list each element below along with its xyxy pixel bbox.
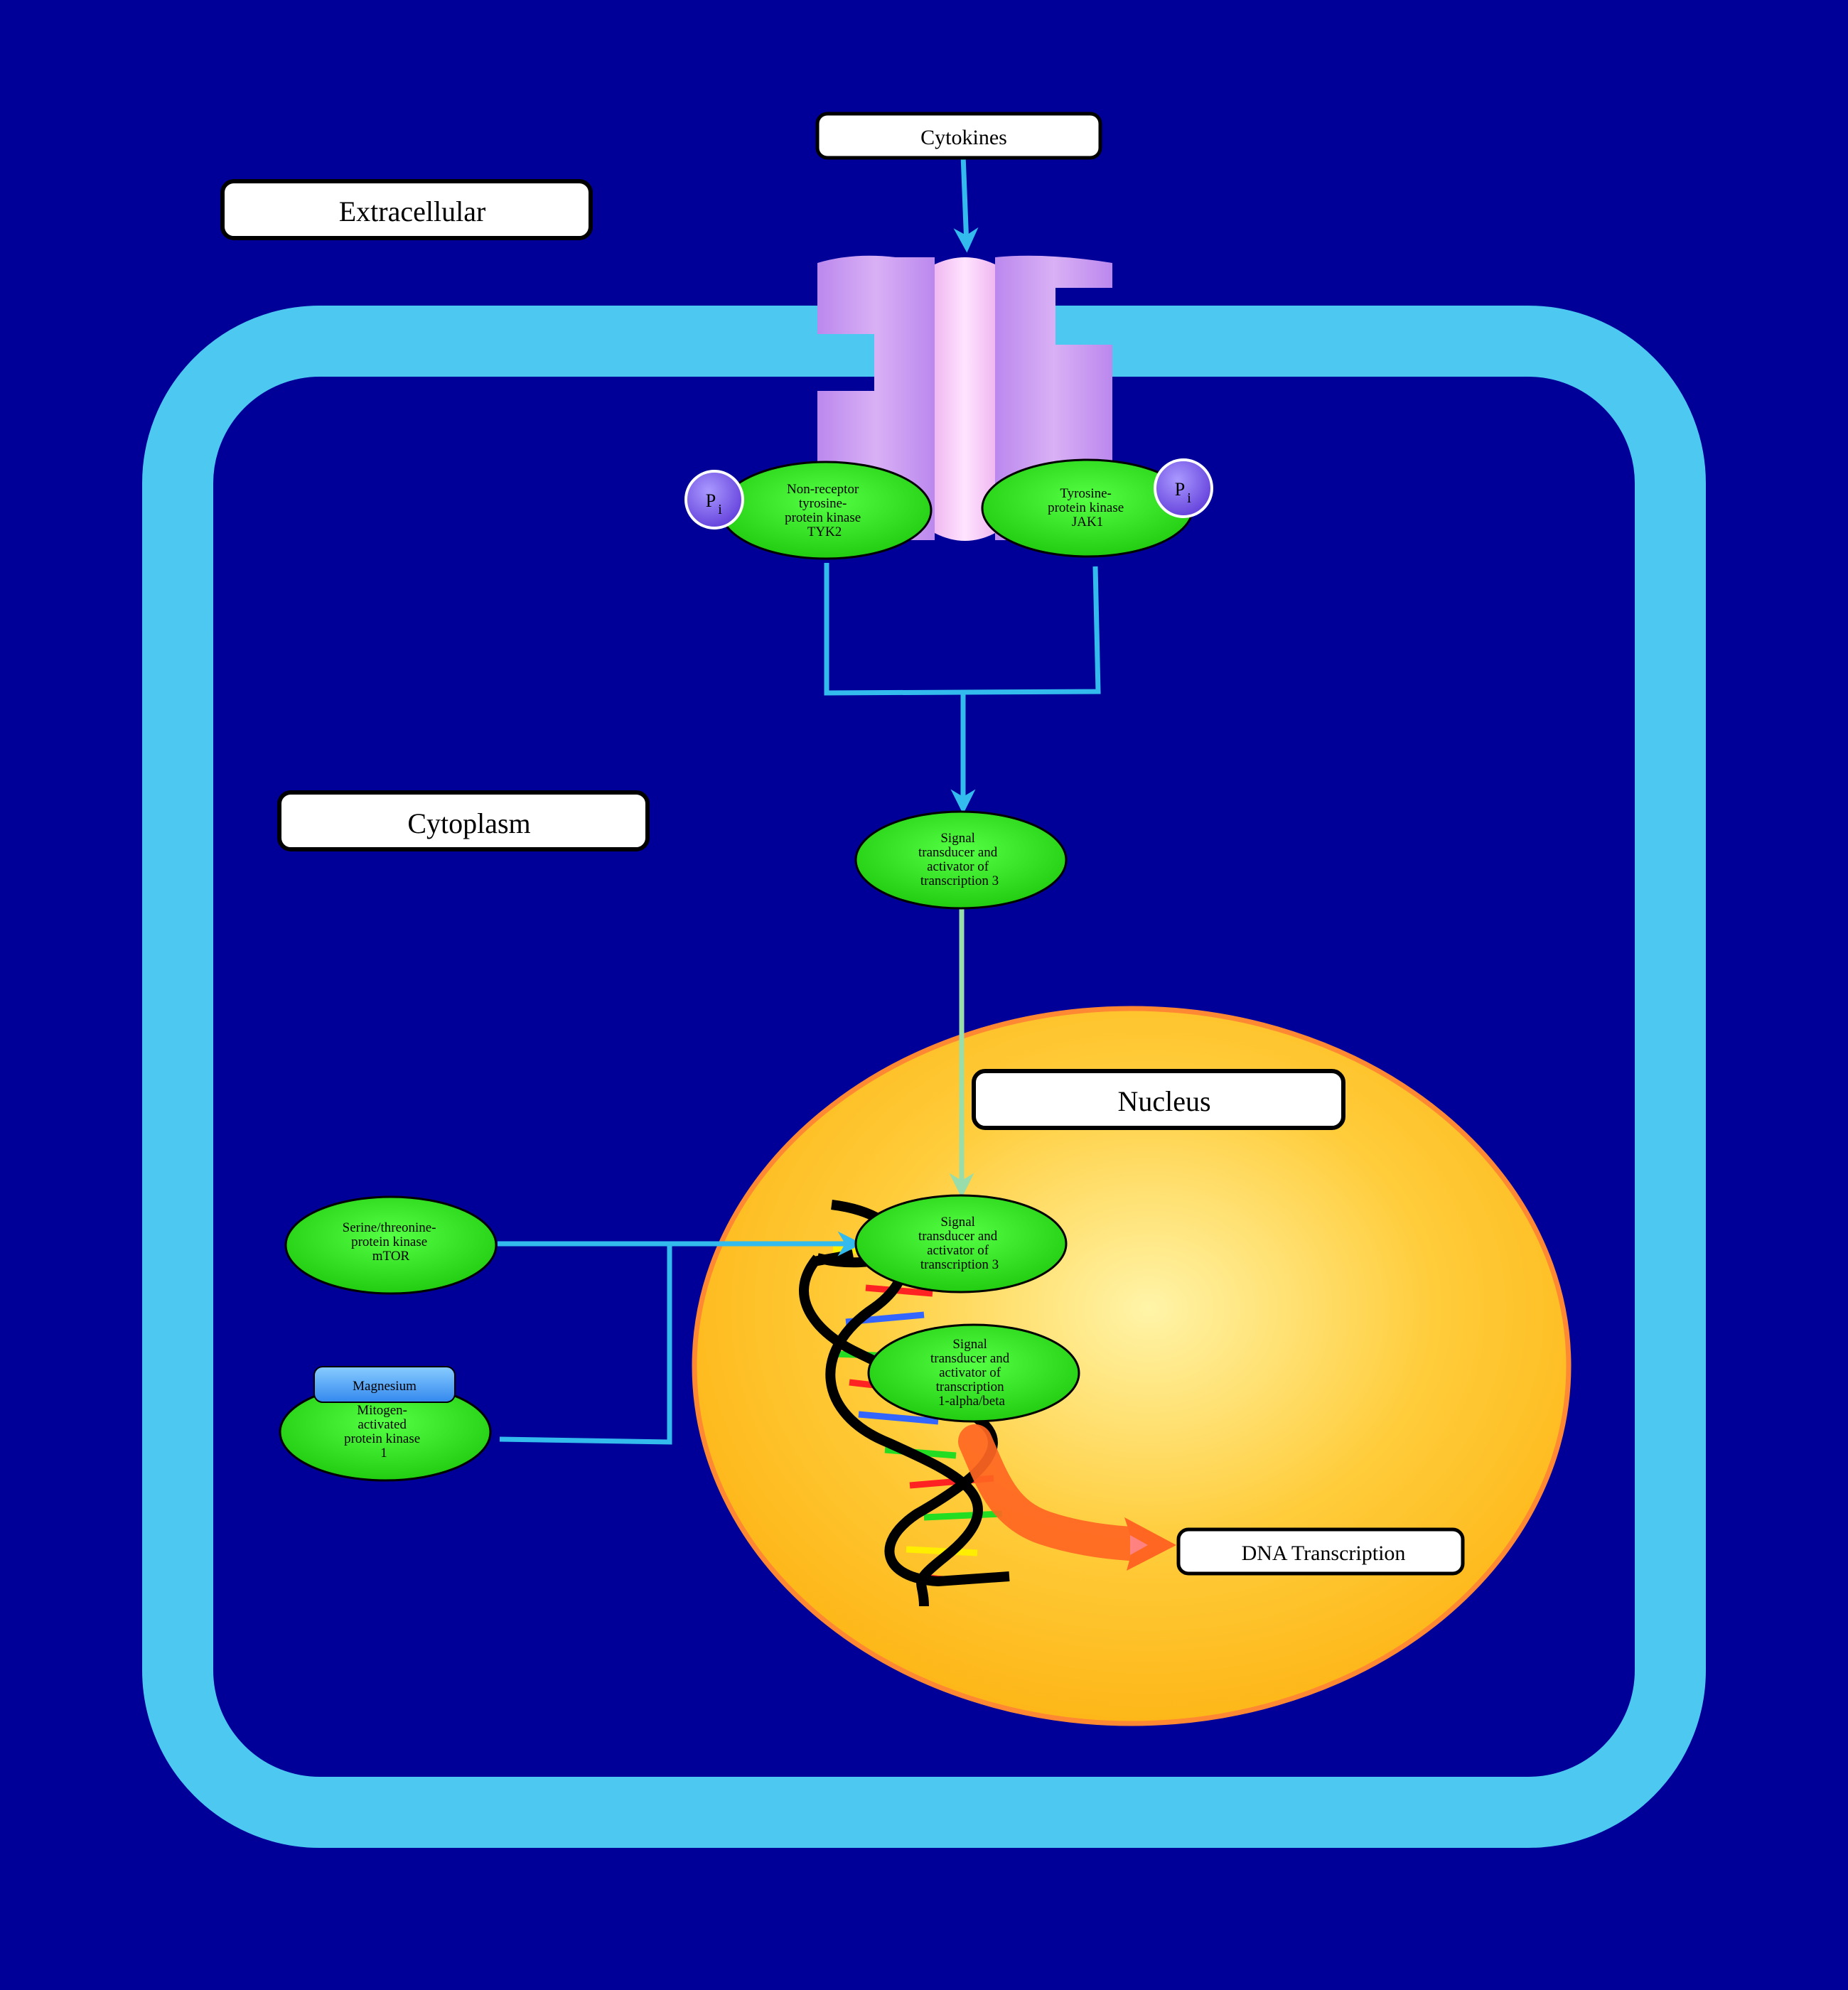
phosphate-badge-tyk2: P i [684, 470, 744, 529]
stat3-cytoplasm-node: Signal transducer and activator of trans… [854, 810, 1068, 910]
svg-text:Magnesium: Magnesium [353, 1379, 417, 1394]
svg-text:P: P [706, 490, 716, 511]
transcription-arrowhead [1124, 1517, 1176, 1571]
mapk1-node: Mitogen- activated protein kinase 1 [279, 1382, 492, 1482]
svg-text:Signal transducer and: Signal transducer and activator of trans… [930, 1337, 1013, 1409]
stat3-nucleus-node: Signal transducer and activator of trans… [854, 1194, 1068, 1294]
nucleus-label: Nucleus [972, 1069, 1345, 1130]
magnesium-badge: Magnesium [313, 1366, 456, 1403]
stat1-node: Signal transducer and activator of trans… [867, 1323, 1080, 1423]
cytoplasm-label: Cytoplasm [277, 790, 650, 851]
svg-text:Non-receptor tyrosine-: Non-receptor tyrosine- protein kinase TY… [785, 482, 864, 539]
svg-text:Mitogen- activated: Mitogen- activated protein kinase 1 [344, 1403, 424, 1461]
svg-text:Cytokines: Cytokines [920, 126, 1007, 149]
connector-lines [498, 154, 1101, 1445]
svg-text:Cytoplasm: Cytoplasm [407, 807, 530, 839]
svg-text:P: P [1175, 479, 1185, 500]
svg-text:i: i [1187, 490, 1191, 506]
svg-text:Nucleus: Nucleus [1117, 1085, 1210, 1117]
svg-text:Extracellular: Extracellular [339, 195, 486, 227]
svg-text:Signal transducer and: Signal transducer and activator of trans… [918, 1215, 1001, 1272]
phosphate-badge-jak1: P i [1154, 458, 1213, 518]
svg-text:Serine/threonine- protei: Serine/threonine- protein kinase mTOR [343, 1220, 440, 1264]
cytokines-label: Cytokines [815, 112, 1102, 160]
svg-text:Tyrosine- protein kinase: Tyrosine- protein kinase JAK1 [1048, 486, 1127, 529]
jak1-node: Tyrosine- protein kinase JAK1 [981, 458, 1194, 558]
mtor-node: Serine/threonine- protein kinase mTOR [284, 1195, 498, 1295]
svg-text:DNA Transcription: DNA Transcription [1242, 1542, 1406, 1565]
svg-text:Signal transducer and: Signal transducer and activator of trans… [918, 831, 1001, 888]
dna-transcription-label: DNA Transcription [1176, 1527, 1465, 1576]
extracellular-label: Extracellular [220, 179, 593, 240]
svg-text:i: i [718, 502, 722, 517]
tyk2-node: Non-receptor tyrosine- protein kinase TY… [719, 461, 933, 560]
transcription-arrow [958, 1424, 1147, 1561]
